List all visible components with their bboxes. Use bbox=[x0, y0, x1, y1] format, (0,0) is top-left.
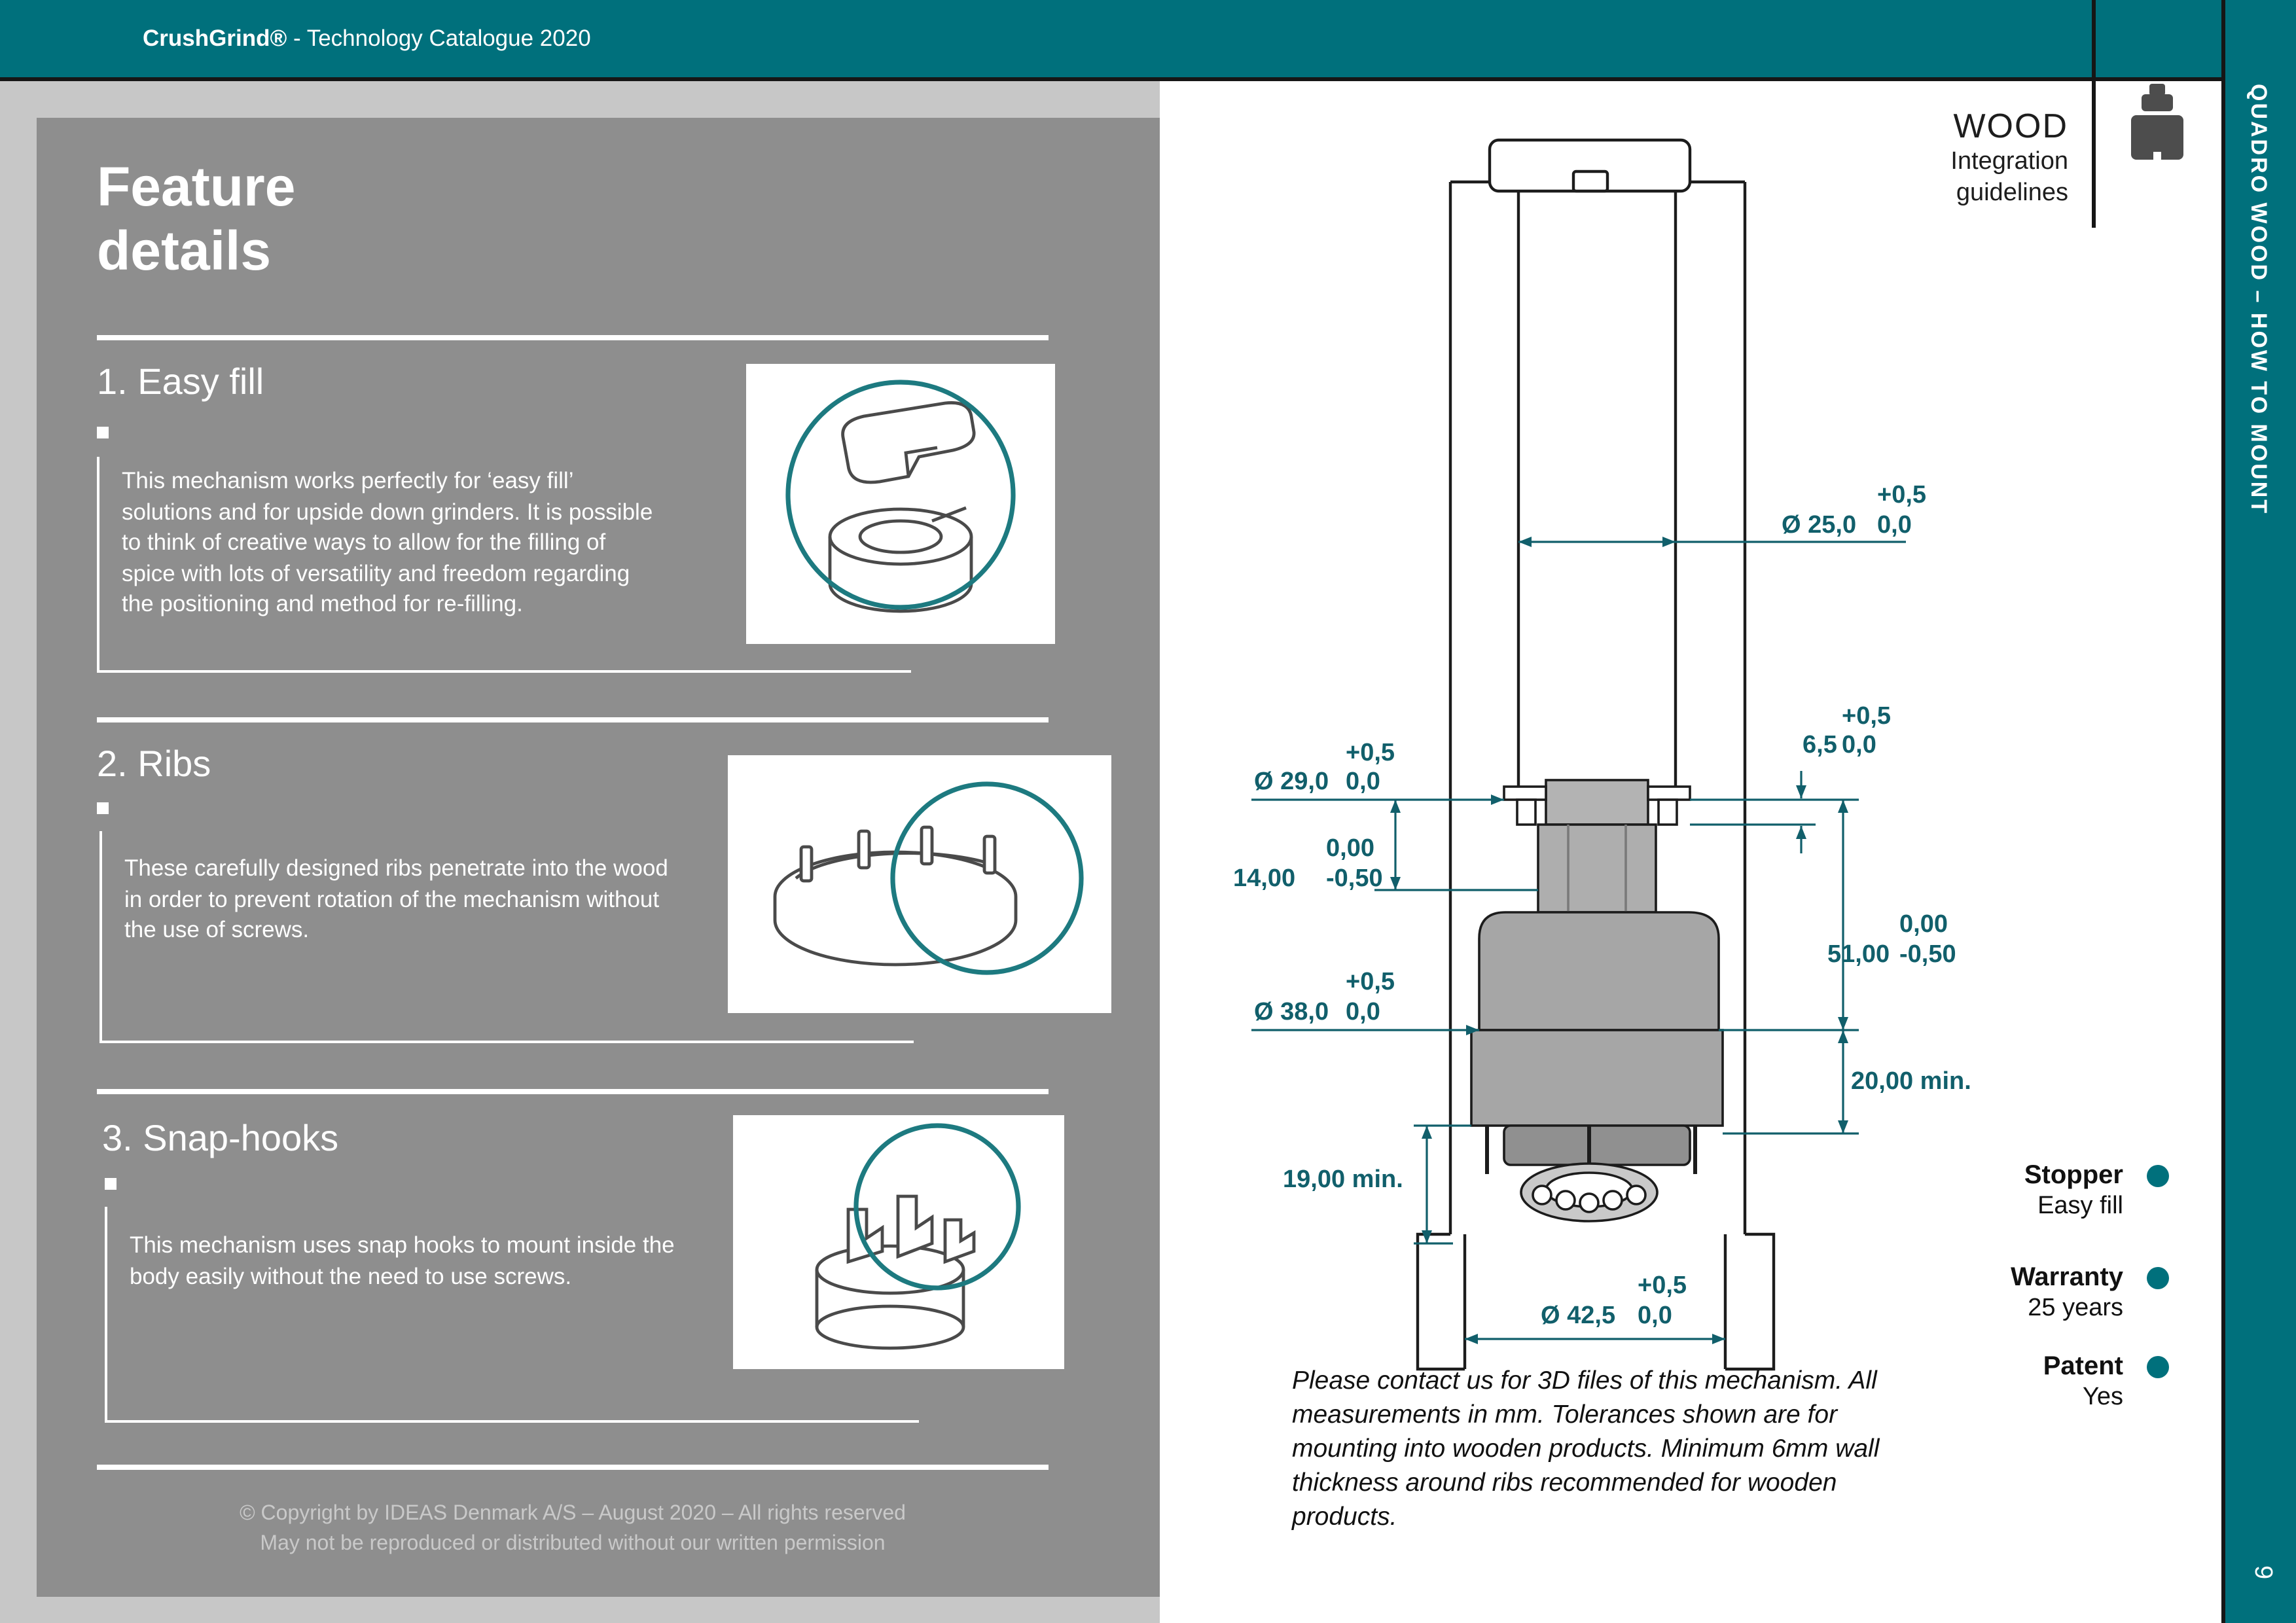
divider bbox=[97, 1465, 1049, 1470]
dim-38-value: Ø 38,0 bbox=[1254, 998, 1329, 1026]
dim-29-lower: 0,0 bbox=[1346, 768, 1380, 795]
panel-title-line1: Feature bbox=[97, 156, 296, 217]
patent-value: Yes bbox=[2083, 1383, 2123, 1411]
square-bullet-icon bbox=[97, 802, 109, 814]
dim-42-upper: +0,5 bbox=[1638, 1272, 1687, 1299]
dimension-lines bbox=[1251, 537, 1906, 1344]
accent-circle-icon bbox=[785, 380, 1016, 610]
warranty-label: Warranty bbox=[2011, 1263, 2123, 1292]
contact-note: Please contact us for 3D files of this m… bbox=[1292, 1366, 1880, 1531]
easy-fill-illustration bbox=[746, 364, 1055, 644]
grinder-icon bbox=[2131, 84, 2183, 160]
dim-6-5-lower: 0,0 bbox=[1842, 731, 1876, 758]
square-bullet-icon bbox=[105, 1178, 117, 1190]
dim-14-lower: -0,50 bbox=[1326, 865, 1383, 892]
feature-2-heading: 2. Ribs bbox=[97, 743, 211, 784]
spec-row-warranty: Warranty 25 years bbox=[1813, 1262, 2169, 1325]
page-number: 9 bbox=[2249, 1565, 2276, 1580]
stopper-value: Easy fill bbox=[2037, 1192, 2123, 1220]
callout-frame bbox=[97, 457, 911, 673]
dim-25-lower: 0,0 bbox=[1877, 511, 1912, 539]
dim-25-upper: +0,5 bbox=[1877, 481, 1926, 508]
feature-3-heading: 3. Snap-hooks bbox=[102, 1118, 339, 1158]
dim-38-lower: 0,0 bbox=[1346, 998, 1380, 1026]
dim-42-lower: 0,0 bbox=[1638, 1302, 1672, 1329]
dim-38-upper: +0,5 bbox=[1346, 968, 1395, 995]
divider bbox=[97, 335, 1049, 340]
copyright: © Copyright by IDEAS Denmark A/S – Augus… bbox=[97, 1499, 1049, 1559]
dim-19-value: 19,00 min. bbox=[1283, 1166, 1403, 1193]
panel-title-line2: details bbox=[97, 220, 272, 281]
spec-bullet-icon bbox=[2147, 1165, 2169, 1187]
spec-row-patent: Patent Yes bbox=[1813, 1351, 2169, 1414]
side-tab-label: QUADRO WOOD – HOW TO MOUNT bbox=[2246, 84, 2271, 516]
dim-25-value: Ø 25,0 bbox=[1782, 511, 1856, 539]
panel-title: Feature details bbox=[97, 154, 295, 283]
accent-circle-icon bbox=[890, 781, 1084, 975]
feature-details-panel: Feature details 1. Easy fill This mechan… bbox=[37, 118, 1160, 1597]
feature-2-body: These carefully designed ribs penetrate … bbox=[124, 855, 668, 942]
accent-circle-icon bbox=[853, 1123, 1021, 1291]
dimension-labels: Ø 25,0 +0,5 0,0 Ø 29,0 +0,5 0,0 6,5 +0,5… bbox=[1233, 481, 1971, 1329]
header-title: CrushGrind® - Technology Catalogue 2020 bbox=[143, 0, 2221, 77]
spec-bullet-icon bbox=[2147, 1267, 2169, 1289]
feature-3-body: This mechanism uses snap hooks to mount … bbox=[130, 1232, 675, 1289]
side-tab: QUADRO WOOD – HOW TO MOUNT 9 bbox=[2221, 0, 2296, 1623]
warranty-value: 25 years bbox=[2028, 1294, 2123, 1322]
dim-14-upper: 0,00 bbox=[1326, 834, 1374, 862]
snap-hooks-illustration bbox=[733, 1115, 1064, 1369]
divider bbox=[97, 1089, 1049, 1094]
spec-list: Stopper Easy fill Warranty 25 years Pate… bbox=[1813, 1160, 2169, 1414]
dim-51-value: 51,00 bbox=[1827, 940, 1890, 968]
corner-divider-line bbox=[2092, 0, 2096, 228]
square-bullet-icon bbox=[97, 427, 109, 438]
divider bbox=[97, 717, 1049, 722]
wood-label: WOOD bbox=[1953, 106, 2068, 145]
dim-20-value: 20,00 min. bbox=[1851, 1067, 1971, 1095]
dim-29-value: Ø 29,0 bbox=[1254, 768, 1329, 795]
dim-6-5-upper: +0,5 bbox=[1842, 702, 1891, 730]
top-header-bar: CrushGrind® - Technology Catalogue 2020 bbox=[0, 0, 2221, 81]
catalogue-title: - Technology Catalogue 2020 bbox=[287, 25, 591, 51]
brand-name: CrushGrind® bbox=[143, 25, 287, 51]
copyright-line2: May not be reproduced or distributed wit… bbox=[260, 1533, 886, 1555]
dim-14-value: 14,00 bbox=[1233, 865, 1295, 892]
wood-guidelines-block: WOOD Integration guidelines bbox=[1804, 105, 2068, 209]
callout-frame bbox=[99, 831, 914, 1043]
feature-1-heading: 1. Easy fill bbox=[97, 361, 264, 402]
ribs-illustration bbox=[728, 755, 1111, 1013]
technical-drawing: Ø 25,0 +0,5 0,0 Ø 29,0 +0,5 0,0 6,5 +0,5… bbox=[1233, 138, 1971, 1371]
stopper-label: Stopper bbox=[2024, 1161, 2123, 1190]
dim-29-upper: +0,5 bbox=[1346, 739, 1395, 766]
dim-51-upper: 0,00 bbox=[1899, 910, 1948, 938]
patent-label: Patent bbox=[2043, 1352, 2123, 1381]
callout-frame bbox=[105, 1207, 919, 1423]
feature-1-body: This mechanism works perfectly for ‘easy… bbox=[122, 467, 653, 616]
dim-6-5-value: 6,5 bbox=[1803, 731, 1837, 758]
spec-row-stopper: Stopper Easy fill bbox=[1813, 1160, 2169, 1222]
mechanism-section bbox=[1470, 779, 1724, 1222]
dim-42-value: Ø 42,5 bbox=[1541, 1302, 1615, 1329]
integration-label: Integration bbox=[1950, 148, 2068, 175]
copyright-line1: © Copyright by IDEAS Denmark A/S – Augus… bbox=[240, 1503, 906, 1525]
guidelines-label: guidelines bbox=[1956, 179, 2068, 207]
dim-51-lower: -0,50 bbox=[1899, 940, 1956, 968]
spec-bullet-icon bbox=[2147, 1356, 2169, 1378]
wood-body-outline bbox=[1416, 138, 1776, 1371]
